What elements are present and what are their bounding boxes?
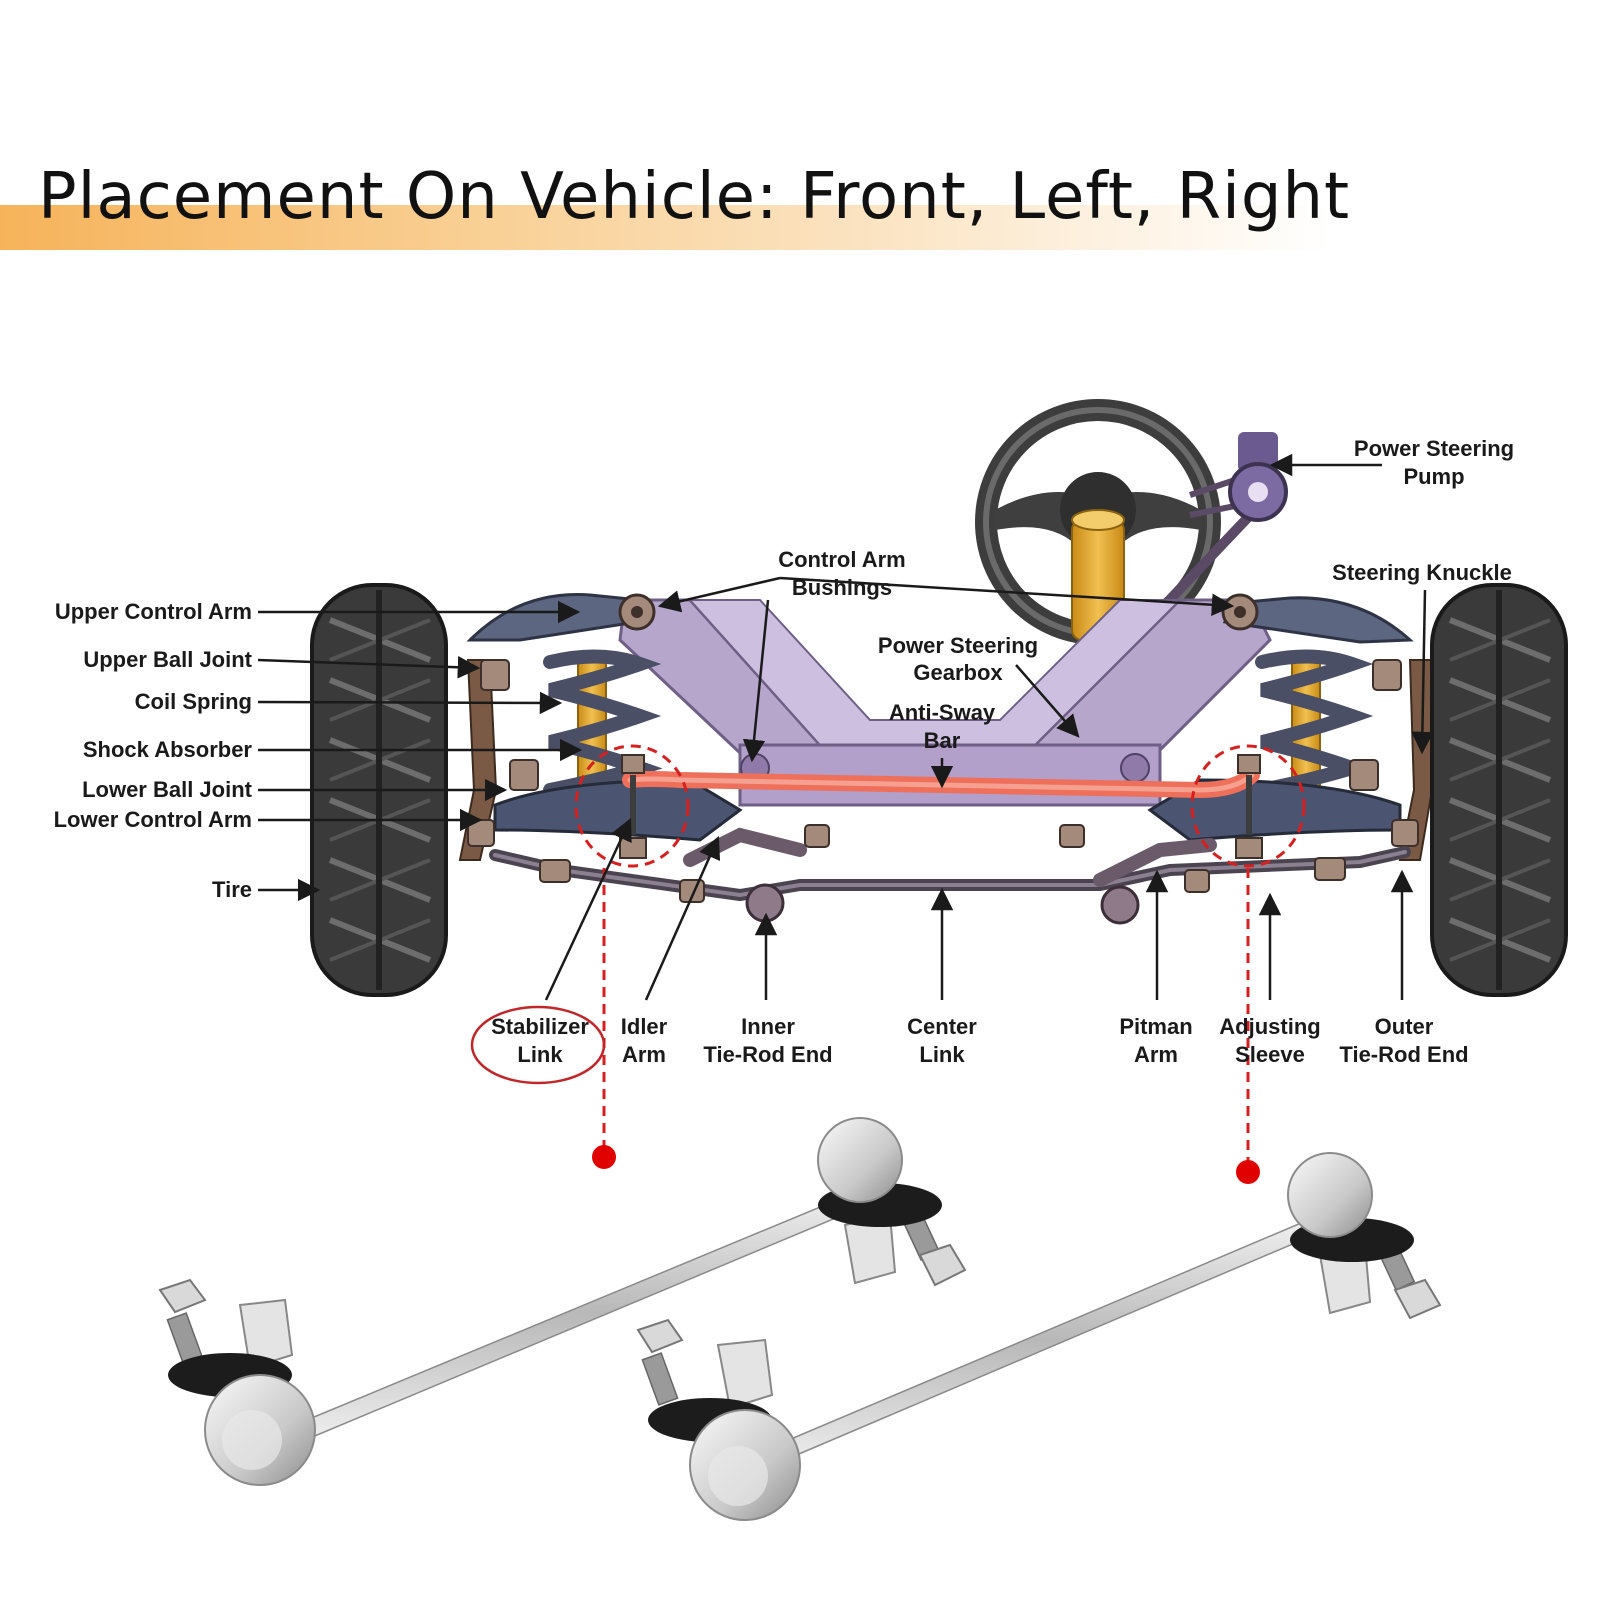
label-idler-arm-2: Arm (622, 1042, 666, 1067)
label-adjusting-sleeve-2: Sleeve (1235, 1042, 1305, 1067)
label-tire: Tire (212, 877, 252, 902)
ball-joints (467, 659, 1419, 847)
label-lower-ball-joint: Lower Ball Joint (82, 777, 253, 802)
title-highlight-band (0, 205, 1330, 250)
label-outer-tie-rod-end-2: Tie-Rod End (1339, 1042, 1468, 1067)
label-anti-sway-bar-2: Bar (924, 728, 961, 753)
page-title: Placement On Vehicle: Front, Left, Right (38, 160, 1351, 234)
label-shock-absorber: Shock Absorber (83, 737, 253, 762)
label-steering-knuckle: Steering Knuckle (1332, 560, 1512, 585)
label-idler-arm-1: Idler (621, 1014, 668, 1039)
label-center-link-1: Center (907, 1014, 977, 1039)
label-control-arm-bushings-2: Bushings (792, 575, 892, 600)
label-stabilizer-link-2: Link (517, 1042, 563, 1067)
stabilizer-link-highlight (470, 744, 1306, 1184)
label-stabilizer-link-1: Stabilizer (491, 1014, 589, 1039)
label-anti-sway-bar-1: Anti-Sway (889, 700, 996, 725)
label-control-arm-bushings-1: Control Arm (778, 547, 906, 572)
label-pitman-arm-2: Arm (1134, 1042, 1178, 1067)
label-upper-control-arm: Upper Control Arm (55, 599, 252, 624)
lower-control-arm-left (493, 778, 743, 842)
label-upper-ball-joint: Upper Ball Joint (83, 647, 252, 672)
stabilizer-link-second-icon (636, 1152, 1442, 1521)
tire-right-icon (1430, 583, 1568, 997)
stabilizer-link-diagram-right (1235, 754, 1263, 859)
label-center-link-2: Link (919, 1042, 965, 1067)
leader-lines (257, 453, 1434, 1001)
label-adjusting-sleeve-1: Adjusting (1219, 1014, 1320, 1039)
label-power-steering-gearbox-1: Power Steering (878, 633, 1038, 658)
label-power-steering-pump-2: Pump (1403, 464, 1464, 489)
steering-linkage (489, 824, 1411, 925)
label-outer-tie-rod-end-1: Outer (1375, 1014, 1434, 1039)
label-power-steering-pump-1: Power Steering (1354, 436, 1514, 461)
stabilizer-link-icon (158, 1117, 967, 1486)
label-power-steering-gearbox-2: Gearbox (913, 660, 1003, 685)
label-coil-spring: Coil Spring (135, 689, 252, 714)
label-inner-tie-rod-end-2: Tie-Rod End (703, 1042, 832, 1067)
coil-spring-right (1255, 649, 1375, 797)
part-labels: Power Steering Pump Control Arm Bushings… (54, 436, 1515, 1067)
power-steering-pump (1156, 432, 1288, 614)
label-pitman-arm-1: Pitman (1119, 1014, 1192, 1039)
label-inner-tie-rod-end-1: Inner (741, 1014, 795, 1039)
label-lower-control-arm: Lower Control Arm (54, 807, 252, 832)
